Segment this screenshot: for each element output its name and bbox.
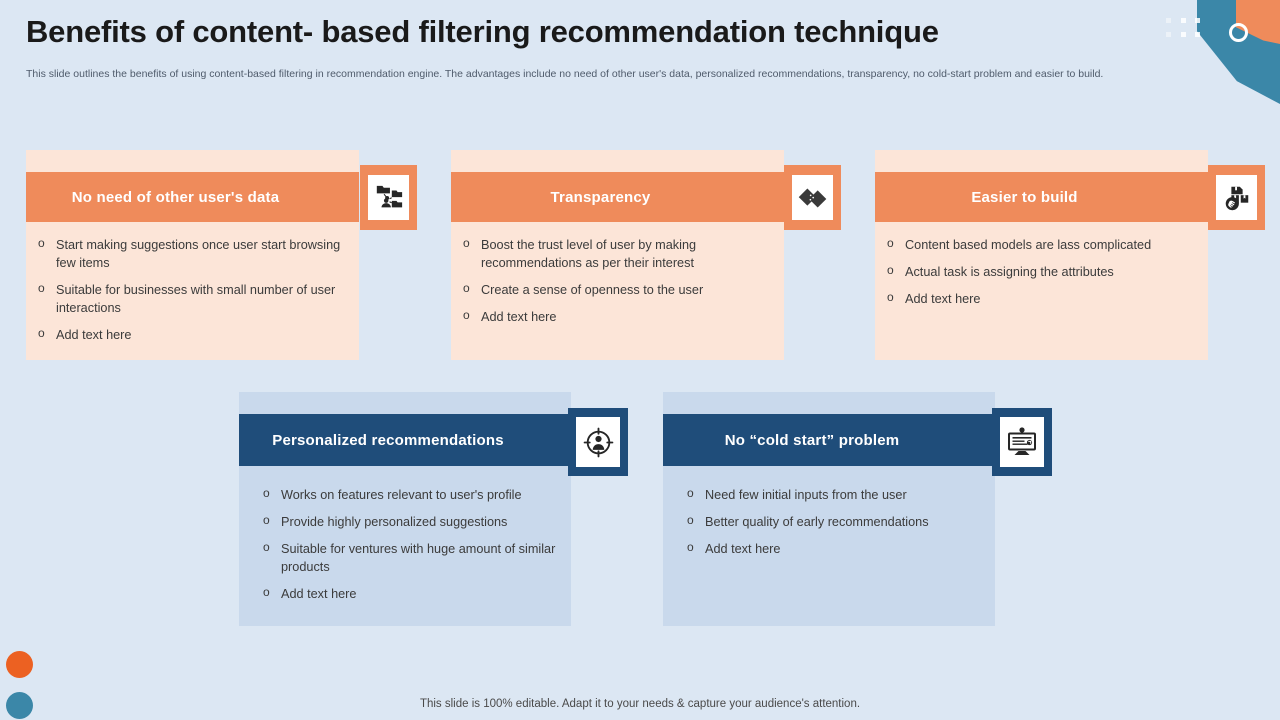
card-header-bar: Transparency — [451, 172, 784, 222]
list-item: Works on features relevant to user's pro… — [259, 485, 571, 504]
card-no-need-of-other-users-data[interactable]: No need of other user's data Start makin… — [26, 150, 359, 360]
icon-box — [576, 417, 620, 467]
list-item: Actual task is assigning the attributes — [883, 262, 1203, 281]
list-item: Boost the trust level of user by making … — [459, 235, 779, 272]
list-item: Add text here — [259, 584, 571, 603]
two-diamonds-icon — [798, 187, 826, 208]
card-header-bar: Easier to build — [875, 172, 1208, 222]
list-item: Add text here — [34, 325, 354, 344]
icon-box — [368, 175, 409, 220]
card-easier-to-build[interactable]: Easier to build Content based models are… — [875, 150, 1208, 360]
list-item: Create a sense of openness to the user — [459, 280, 779, 299]
card-bullet-list: Works on features relevant to user's pro… — [259, 485, 571, 612]
icon-badge-personalized-recommendations — [568, 408, 628, 476]
list-item: Better quality of early recommendations — [683, 512, 995, 531]
card-header-bar: No need of other user's data — [26, 172, 359, 222]
card-title: No “cold start” problem — [724, 431, 900, 449]
list-item: Start making suggestions once user start… — [34, 235, 354, 272]
white-circle-outline-icon — [1229, 23, 1248, 42]
icon-badge-no-need-of-other-users-data — [360, 165, 417, 230]
card-transparency[interactable]: Transparency Boost the trust level of us… — [451, 150, 784, 360]
footer-note: This slide is 100% editable. Adapt it to… — [419, 698, 861, 710]
icon-badge-transparency — [784, 165, 841, 230]
teal-circle-accent — [6, 692, 33, 719]
orange-square-shape — [1236, 0, 1280, 44]
card-no-cold-start-problem[interactable]: No “cold start” problem Need few initial… — [663, 392, 995, 626]
list-item: Suitable for ventures with huge amount o… — [259, 539, 571, 576]
list-item: Provide highly personalized suggestions — [259, 512, 571, 531]
icon-box — [792, 175, 833, 220]
icon-badge-no-cold-start-problem — [992, 408, 1052, 476]
list-item: Suitable for businesses with small numbe… — [34, 280, 354, 317]
card-personalized-recommendations[interactable]: Personalized recommendations Works on fe… — [239, 392, 571, 626]
boxes-hand-icon — [1225, 186, 1248, 210]
teal-arrow-shape — [1197, 0, 1280, 104]
icon-badge-easier-to-build — [1208, 165, 1265, 230]
page-subtitle: This slide outlines the benefits of usin… — [26, 68, 1104, 80]
card-bullet-list: Start making suggestions once user start… — [34, 235, 354, 353]
folder-network-sharing-icon — [376, 185, 402, 207]
card-title: Personalized recommendations — [272, 431, 504, 449]
page-title: Benefits of content- based filtering rec… — [26, 14, 939, 49]
orange-circle-accent — [6, 651, 33, 678]
list-item: Need few initial inputs from the user — [683, 485, 995, 504]
list-item: Add text here — [883, 289, 1203, 308]
card-title: Transparency — [550, 188, 651, 206]
list-item: Add text here — [459, 307, 779, 326]
icon-box — [1216, 175, 1257, 220]
card-bullet-list: Content based models are lass complicate… — [883, 235, 1203, 317]
card-title: Easier to build — [971, 188, 1078, 206]
corner-decoration — [1160, 0, 1280, 104]
card-header-bar: No “cold start” problem — [663, 414, 995, 466]
icon-box — [1000, 417, 1044, 467]
card-title: No need of other user's data — [71, 188, 280, 206]
list-item: Add text here — [683, 539, 995, 558]
card-header-bar: Personalized recommendations — [239, 414, 571, 466]
card-bullet-list: Boost the trust level of user by making … — [459, 235, 779, 335]
monitor-presentation-icon — [1008, 427, 1036, 455]
card-bullet-list: Need few initial inputs from the user Be… — [683, 485, 995, 567]
person-target-icon — [583, 427, 613, 457]
list-item: Content based models are lass complicate… — [883, 235, 1203, 254]
white-dots-grid — [1166, 18, 1204, 40]
